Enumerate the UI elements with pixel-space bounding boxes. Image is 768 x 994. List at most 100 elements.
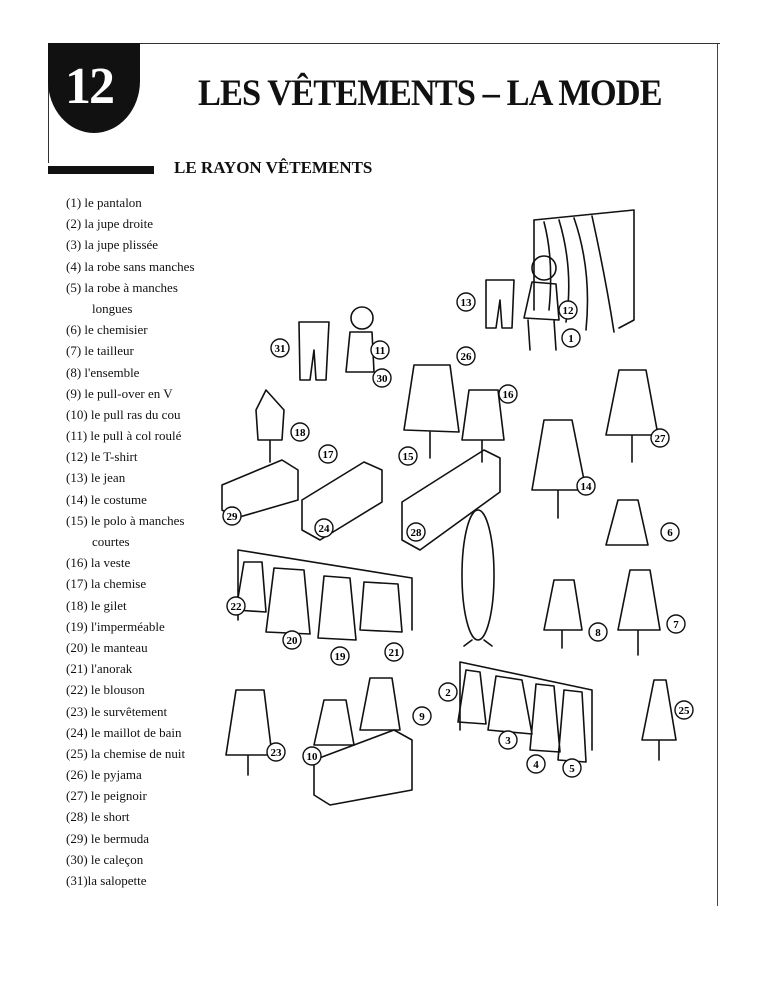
table-bottom [313,729,413,806]
svg-text:4: 4 [533,759,539,771]
callout-19: 19 [330,646,350,666]
vocabulary-item: (31)la salopette [66,873,147,888]
mannequin-pull-v [359,677,401,731]
svg-text:30: 30 [377,373,389,385]
callout-30: 30 [372,368,392,388]
svg-text:14: 14 [581,481,593,493]
top-rule [48,43,720,44]
clothing-store-illustration: 1 2 3 4 5 6 7 8 9 10 11 12 13 14 15 16 1… [214,200,714,820]
vocabulary-item: (24) le maillot de bain [66,724,182,740]
callout-22: 22 [226,596,246,616]
vocabulary-item: (18) le gilet [66,597,127,613]
callout-10: 10 [302,746,322,766]
vocabulary-list: (1) le pantalon (2) la jupe droite (3) la … [66,192,226,891]
vocabulary-item: (1) le pantalon [66,195,142,210]
vocabulary-item: longues [92,300,133,316]
mannequin-chemise-nuit [641,679,677,761]
mannequin-ensemble [543,579,583,649]
mannequin-costume [531,419,587,519]
svg-text:17: 17 [323,449,335,461]
man2-body [345,331,375,373]
vocabulary-item: (23) le survêtement [66,703,168,719]
svg-text:31: 31 [275,343,286,355]
chemisier-drawing [605,499,649,546]
callout-26: 26 [456,346,476,366]
vocabulary-item: (19) l'imperméable [66,618,165,634]
vocabulary-item: (9) le pull-over en V [66,385,173,401]
svg-text:23: 23 [271,747,283,759]
store-drawing: 1 2 3 4 5 6 7 8 9 10 11 12 13 14 15 16 1… [221,209,694,806]
chapter-number: 12 [65,58,115,115]
table-middle [301,461,383,541]
vocabulary-item: (28) le short [66,809,130,825]
svg-text:18: 18 [295,427,307,439]
svg-text:11: 11 [375,345,385,357]
svg-text:26: 26 [461,351,473,363]
callout-15: 15 [398,446,418,466]
mannequin-peignoir [605,369,659,463]
mirror [461,509,495,641]
mannequin-survetement [225,689,273,776]
callout-markers: 1 2 3 4 5 6 7 8 9 10 11 12 13 14 15 16 1… [222,292,694,778]
svg-text:24: 24 [319,523,331,535]
vocabulary-item: (26) le pyjama [66,767,142,783]
callout-6: 6 [660,522,680,542]
mannequin-pyjama [403,364,460,459]
svg-text:1: 1 [568,333,574,345]
callout-17: 17 [318,444,338,464]
svg-text:13: 13 [461,297,473,309]
vocabulary-item: (3) la jupe plissée [66,237,159,253]
callout-31: 31 [270,338,290,358]
svg-text:19: 19 [335,651,347,663]
svg-text:8: 8 [595,627,601,639]
callout-7: 7 [666,614,686,634]
man-body [523,281,560,351]
callout-20: 20 [282,630,302,650]
svg-text:3: 3 [505,735,511,747]
svg-text:7: 7 [673,619,679,631]
callout-1: 1 [561,328,581,348]
vocabulary-item: (6) le chemisier [66,322,148,338]
vocabulary-item: (10) le pull ras du cou [66,406,181,422]
vocabulary-item: (8) l'ensemble [66,364,140,380]
callout-2: 2 [438,682,458,702]
callout-24: 24 [314,518,334,538]
vocabulary-item: (25) la chemise de nuit [66,745,186,761]
chapter-badge: 12 [48,43,140,133]
mannequin-gilet [255,389,285,463]
vocabulary-item: (21) l'anorak [66,661,133,677]
callout-8: 8 [588,622,608,642]
callout-14: 14 [576,476,596,496]
callout-4: 4 [526,754,546,774]
callout-27: 27 [650,428,670,448]
callout-16: 16 [498,384,518,404]
vocabulary-item: courtes [92,534,130,549]
vocabulary-item: (14) le costume [66,491,147,507]
mannequin-tailleur [617,569,661,656]
mirror-stand [463,639,493,647]
svg-text:22: 22 [231,601,243,613]
callout-11: 11 [370,340,390,360]
vocabulary-item: (15) le polo à manches [66,512,185,528]
table-right [401,449,501,551]
vocabulary-item: (16) la veste [66,555,131,571]
vocabulary-item: (30) le caleçon [66,851,144,867]
svg-text:16: 16 [503,389,515,401]
callout-13: 13 [456,292,476,312]
page-title: LES VÊTEMENTS – LA MODE [198,73,663,114]
svg-text:10: 10 [307,751,319,763]
svg-text:27: 27 [655,433,667,445]
callout-5: 5 [562,758,582,778]
vocabulary-item: (4) la robe sans manches [66,258,195,274]
vocabulary-item: (5) la robe à manches [66,279,178,295]
svg-text:29: 29 [227,511,239,523]
vocabulary-item: (13) le jean [66,470,126,486]
callout-21: 21 [384,642,404,662]
coats-on-rack [235,561,403,641]
mannequin-veste [461,389,505,463]
table-left [221,459,299,519]
svg-text:6: 6 [667,527,673,539]
svg-text:9: 9 [419,711,425,723]
curtain [533,215,615,333]
vocabulary-item: (2) la jupe droite [66,216,153,232]
